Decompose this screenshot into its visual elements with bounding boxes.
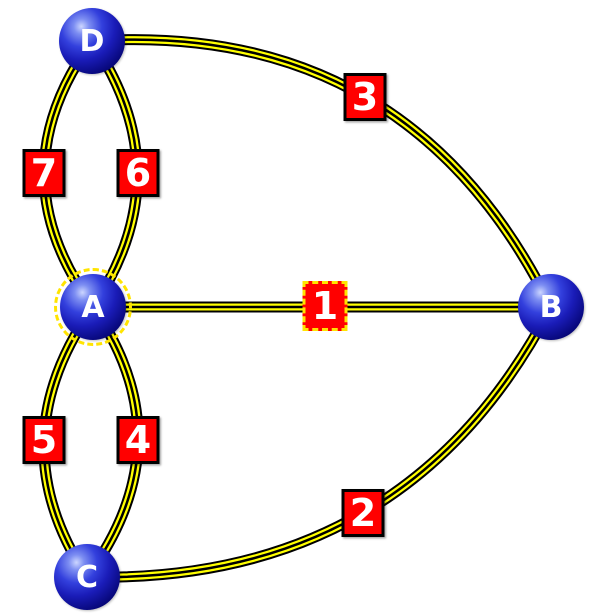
node-C[interactable]: C xyxy=(54,544,120,610)
edge-label-4[interactable]: 4 xyxy=(116,416,160,464)
edge-label-3[interactable]: 3 xyxy=(343,73,387,121)
node-D[interactable]: D xyxy=(59,8,125,74)
edge-label-5[interactable]: 5 xyxy=(22,416,66,464)
node-A[interactable]: A xyxy=(60,274,126,340)
node-A-selection-ring xyxy=(54,268,132,346)
node-B-label: B xyxy=(539,289,563,325)
node-B[interactable]: B xyxy=(518,274,584,340)
edge-label-2[interactable]: 2 xyxy=(341,489,385,537)
edge-label-6[interactable]: 6 xyxy=(116,149,160,197)
edge-3-D-B[interactable] xyxy=(91,34,556,310)
node-D-label: D xyxy=(79,23,105,59)
node-C-label: C xyxy=(75,559,99,595)
node-A-label: A xyxy=(81,289,105,325)
edge-label-7[interactable]: 7 xyxy=(22,149,66,197)
edge-label-1[interactable]: 1 xyxy=(302,281,348,331)
